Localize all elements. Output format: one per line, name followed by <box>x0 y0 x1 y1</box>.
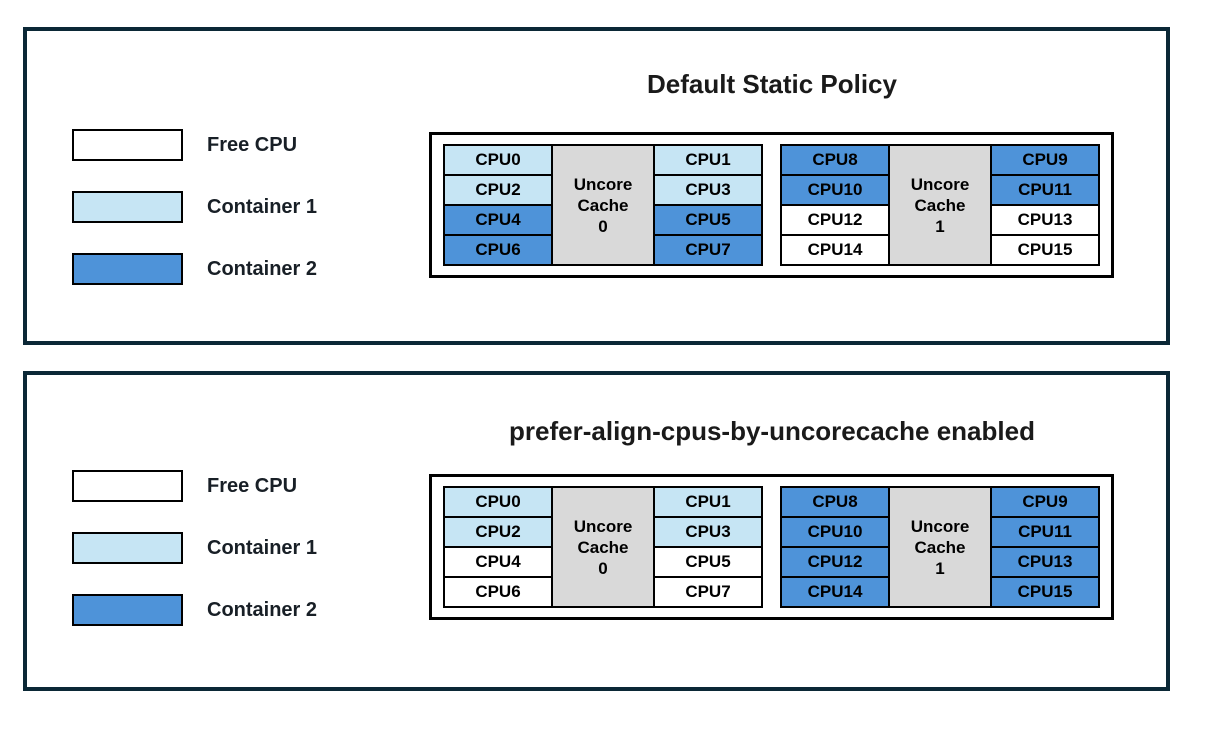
legend-label: Container 2 <box>207 598 318 621</box>
legend-item-free-cpu: Free CPU <box>72 470 317 502</box>
cache-label-line: Uncore <box>573 174 633 194</box>
cpu-column-right: CPU1 CPU3 CPU5 CPU7 <box>653 144 763 266</box>
cpu-cell: CPU3 <box>653 516 763 548</box>
cpu-cell: CPU10 <box>780 516 890 548</box>
legend-item-free-cpu: Free CPU <box>72 129 317 161</box>
cpu-column-right: CPU9 CPU11 CPU13 CPU15 <box>990 144 1100 266</box>
cpu-cell: CPU5 <box>653 546 763 578</box>
panel-title: prefer-align-cpus-by-uncorecache enabled <box>509 416 1035 446</box>
legend-item-container-2: Container 2 <box>72 253 317 285</box>
cpu-cell: CPU15 <box>990 576 1100 608</box>
cpu-cell: CPU14 <box>780 234 890 266</box>
cpu-cell: CPU6 <box>443 576 553 608</box>
cpu-cell: CPU6 <box>443 234 553 266</box>
cache-label-line: Uncore <box>910 516 970 536</box>
cache-label-line: 1 <box>935 558 945 578</box>
cpu-cell: CPU3 <box>653 174 763 206</box>
uncore-cache-1-box: Uncore Cache 1 <box>888 486 992 608</box>
legend-label: Free CPU <box>207 133 298 156</box>
legend: Free CPU Container 1 Container 2 <box>72 470 317 656</box>
uncore-cache-0-box: Uncore Cache 0 <box>551 144 655 266</box>
cpu-cell: CPU10 <box>780 174 890 206</box>
cpu-column-right: CPU1 CPU3 CPU5 CPU7 <box>653 486 763 608</box>
uncore-cache-0-group: CPU0 CPU2 CPU4 CPU6 Uncore Cache 0 CPU1 … <box>443 144 763 266</box>
cpu-cell: CPU8 <box>780 486 890 518</box>
uncore-cache-1-group: CPU8 CPU10 CPU12 CPU14 Uncore Cache 1 CP… <box>780 144 1100 266</box>
legend-item-container-1: Container 1 <box>72 191 317 223</box>
cache-label-line: Cache <box>577 195 629 215</box>
uncore-cache-1-box: Uncore Cache 1 <box>888 144 992 266</box>
uncore-cache-0-group: CPU0 CPU2 CPU4 CPU6 Uncore Cache 0 CPU1 … <box>443 486 763 608</box>
cpu-cell: CPU11 <box>990 516 1100 548</box>
cpu-cell: CPU4 <box>443 546 553 578</box>
cpu-cell: CPU0 <box>443 144 553 176</box>
cpu-column-left: CPU8 CPU10 CPU12 CPU14 <box>780 486 890 608</box>
legend-swatch-container-1 <box>72 532 183 564</box>
legend-swatch-container-2 <box>72 253 183 285</box>
cpu-cell: CPU0 <box>443 486 553 518</box>
legend: Free CPU Container 1 Container 2 <box>72 129 317 315</box>
legend-item-container-1: Container 1 <box>72 532 317 564</box>
legend-swatch-free-cpu <box>72 470 183 502</box>
legend-label: Free CPU <box>207 474 298 497</box>
cache-label-line: Cache <box>577 537 629 557</box>
cpu-cell: CPU13 <box>990 546 1100 578</box>
cpu-topology-diagram: CPU0 CPU2 CPU4 CPU6 Uncore Cache 0 CPU1 … <box>429 132 1114 278</box>
legend-item-container-2: Container 2 <box>72 594 317 626</box>
cpu-cell: CPU12 <box>780 546 890 578</box>
legend-swatch-free-cpu <box>72 129 183 161</box>
cpu-column-right: CPU9 CPU11 CPU13 CPU15 <box>990 486 1100 608</box>
cache-label-line: 0 <box>598 558 608 578</box>
cache-label-line: Cache <box>914 195 966 215</box>
cpu-cell: CPU7 <box>653 576 763 608</box>
cpu-cell: CPU9 <box>990 144 1100 176</box>
cpu-cell: CPU1 <box>653 486 763 518</box>
cpu-cell: CPU4 <box>443 204 553 236</box>
cpu-cell: CPU1 <box>653 144 763 176</box>
legend-swatch-container-2 <box>72 594 183 626</box>
cache-label-line: 0 <box>598 216 608 236</box>
legend-swatch-container-1 <box>72 191 183 223</box>
legend-label: Container 2 <box>207 257 318 280</box>
cpu-cell: CPU13 <box>990 204 1100 236</box>
cpu-column-left: CPU8 CPU10 CPU12 CPU14 <box>780 144 890 266</box>
cache-label-line: 1 <box>935 216 945 236</box>
cpu-cell: CPU11 <box>990 174 1100 206</box>
cpu-cell: CPU9 <box>990 486 1100 518</box>
cpu-cell: CPU14 <box>780 576 890 608</box>
cache-label-line: Cache <box>914 537 966 557</box>
legend-label: Container 1 <box>207 195 318 218</box>
panel-prefer-align-cpus-by-uncorecache: prefer-align-cpus-by-uncorecache enabled… <box>23 371 1170 691</box>
cpu-column-left: CPU0 CPU2 CPU4 CPU6 <box>443 486 553 608</box>
cpu-cell: CPU8 <box>780 144 890 176</box>
cpu-cell: CPU5 <box>653 204 763 236</box>
cache-label-line: Uncore <box>573 516 633 536</box>
panel-title: Default Static Policy <box>647 69 897 99</box>
cache-label-line: Uncore <box>910 174 970 194</box>
legend-label: Container 1 <box>207 536 318 559</box>
cpu-column-left: CPU0 CPU2 CPU4 CPU6 <box>443 144 553 266</box>
uncore-cache-0-box: Uncore Cache 0 <box>551 486 655 608</box>
cpu-cell: CPU2 <box>443 516 553 548</box>
uncore-cache-1-group: CPU8 CPU10 CPU12 CPU14 Uncore Cache 1 CP… <box>780 486 1100 608</box>
panel-default-static-policy: Default Static Policy Free CPU Container… <box>23 27 1170 345</box>
cpu-cell: CPU15 <box>990 234 1100 266</box>
cpu-cell: CPU7 <box>653 234 763 266</box>
cpu-cell: CPU12 <box>780 204 890 236</box>
cpu-topology-diagram: CPU0 CPU2 CPU4 CPU6 Uncore Cache 0 CPU1 … <box>429 474 1114 620</box>
cpu-cell: CPU2 <box>443 174 553 206</box>
